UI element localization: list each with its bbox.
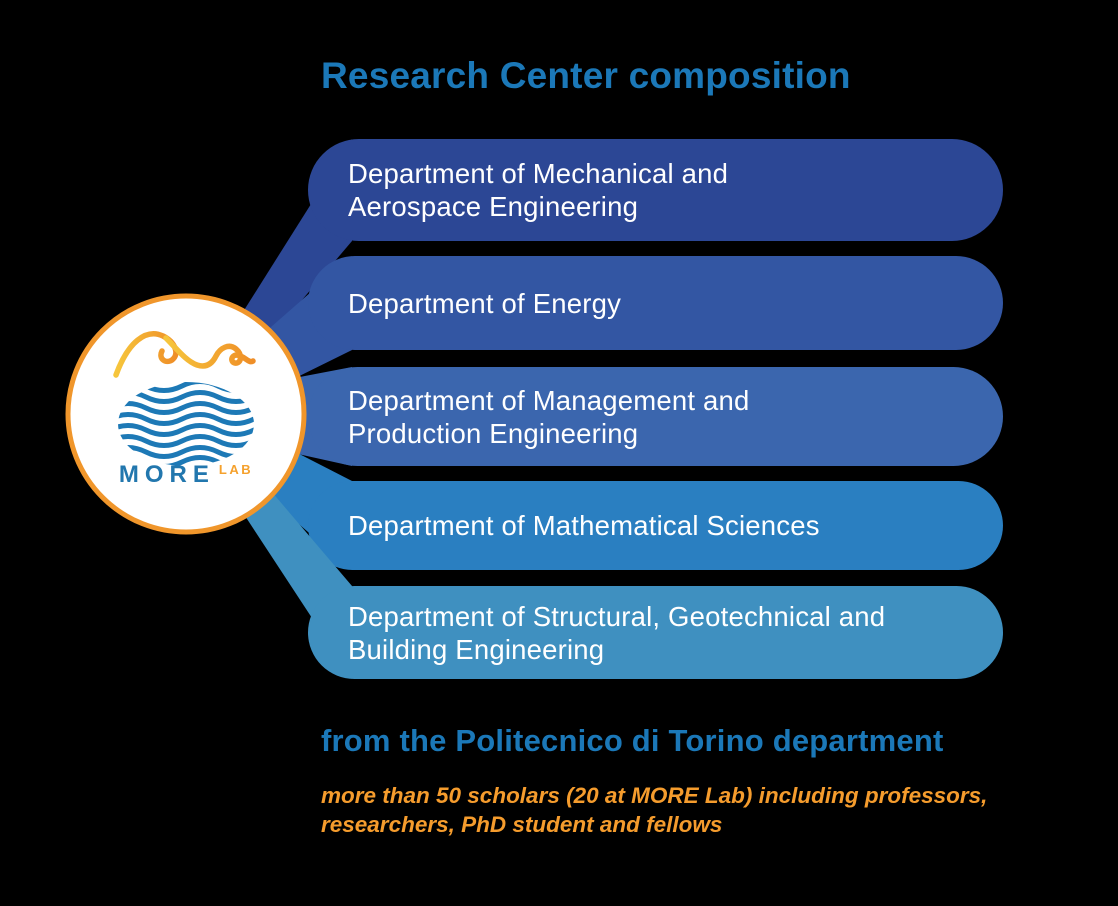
pill-shape (308, 586, 1003, 679)
department-label-text: Department of Structural, Geotechnical a… (348, 600, 886, 665)
page-title: Research Center composition (321, 55, 851, 96)
department-label-mechanical: Department of Mechanical and Aerospace E… (348, 139, 808, 241)
footer-heading: from the Politecnico di Torino departmen… (321, 723, 944, 758)
pill-shape (308, 256, 1003, 350)
department-label-structural: Department of Structural, Geotechnical a… (348, 586, 908, 679)
department-label-text: Department of Energy (348, 287, 622, 319)
breaking-wave-icon (113, 331, 256, 378)
department-label-mathematical: Department of Mathematical Sciences (348, 481, 820, 570)
logo-circle (65, 293, 307, 535)
pill-shape (308, 139, 1003, 241)
pill-shape (308, 367, 1003, 466)
logo-wordmark-more: MORE (118, 461, 215, 488)
footer-note: more than 50 scholars (20 at MORE Lab) i… (321, 783, 988, 838)
department-label-text: Department of Mathematical Sciences (348, 510, 820, 541)
pill-shape (308, 481, 1003, 570)
department-label-text: Department of Management and Production … (348, 384, 750, 449)
department-label-energy: Department of Energy (348, 256, 621, 350)
department-label-text: Department of Mechanical and Aerospace E… (348, 158, 729, 222)
department-label-management: Department of Management and Production … (348, 367, 818, 466)
logo-wordmark-lab: LAB (218, 462, 254, 477)
